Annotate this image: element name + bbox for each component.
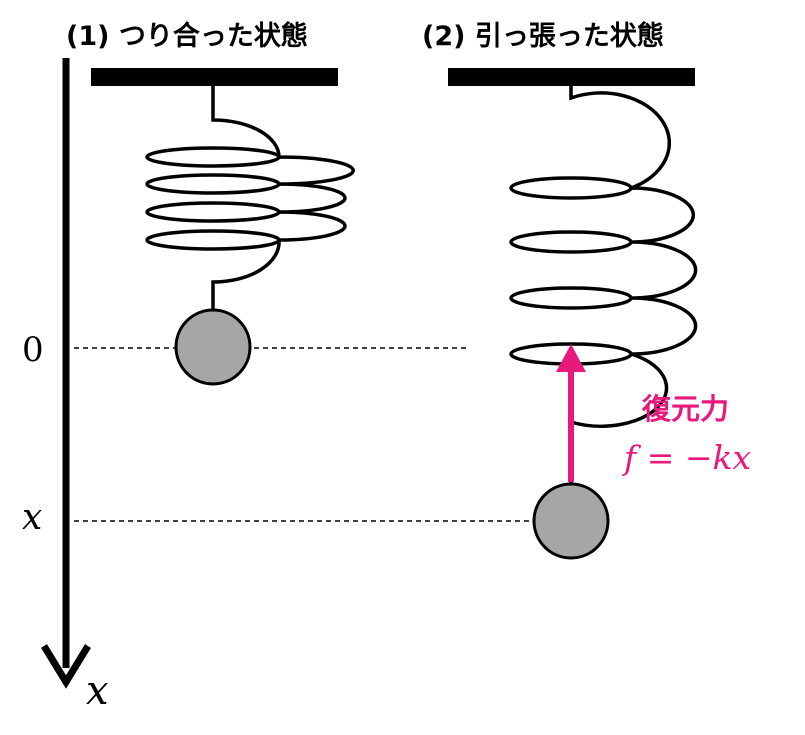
ball-1 [174, 308, 252, 386]
ceiling-2 [448, 68, 695, 86]
spring-2 [509, 86, 698, 484]
x-axis-arrowhead [41, 644, 91, 689]
ceiling-1 [91, 68, 338, 86]
spring-1 [145, 86, 355, 312]
x-position-label: x [22, 497, 43, 538]
panel-2-title: (2) 引っ張った状態 [422, 21, 664, 52]
ball-2 [532, 482, 610, 560]
axis-name-label: x [86, 668, 109, 714]
restoring-force-equation: f = −kx [624, 438, 752, 477]
restoring-force-arrowhead [556, 344, 586, 372]
panel-1-title: (1) つり合った状態 [66, 21, 308, 52]
zero-label: 0 [22, 330, 44, 370]
restoring-force-label: 復元力 [642, 392, 730, 426]
